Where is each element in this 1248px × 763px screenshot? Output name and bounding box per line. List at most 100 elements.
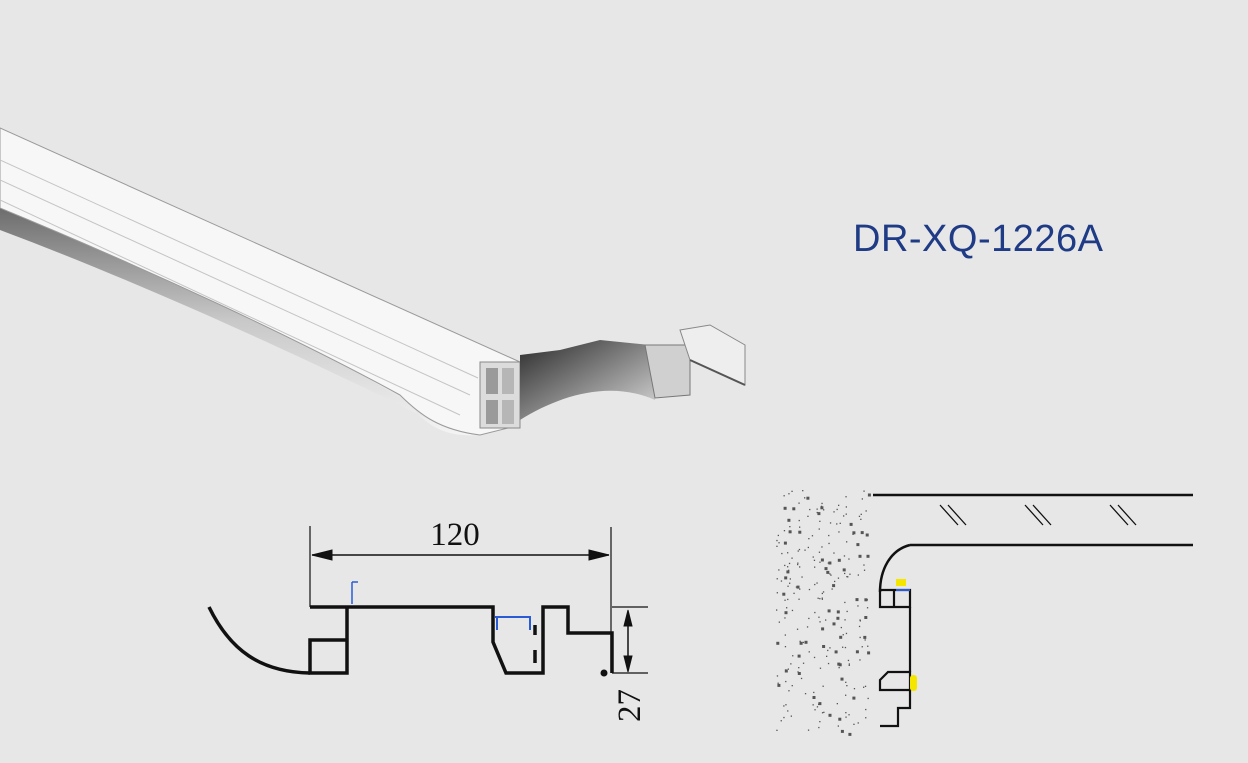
concrete-speck (829, 573, 831, 575)
concrete-speck (797, 671, 799, 673)
concrete-speck (863, 569, 866, 571)
concrete-speck (795, 586, 798, 588)
concrete-speck (818, 726, 820, 729)
concrete-speck (797, 562, 799, 564)
concrete-speck (816, 582, 818, 584)
concrete-speck (859, 659, 861, 661)
concrete-speck (784, 617, 786, 619)
concrete-speck (844, 619, 846, 621)
concrete-speck (813, 559, 816, 561)
concrete-speck (828, 542, 830, 545)
concrete-speck (846, 541, 848, 543)
concrete-speck (818, 528, 820, 530)
concrete-speck (865, 533, 869, 537)
concrete-speck (816, 508, 818, 510)
concrete-speck (855, 650, 859, 654)
concrete-speck (827, 562, 829, 564)
concrete-speck (784, 646, 787, 648)
concrete-speck (827, 649, 829, 652)
concrete-speck (849, 522, 853, 526)
concrete-speck (799, 588, 801, 590)
concrete-speck (820, 506, 824, 510)
concrete-speck (791, 490, 793, 492)
concrete-speck (811, 535, 814, 537)
concrete-speck (797, 654, 801, 658)
concrete-speck (785, 680, 787, 683)
concrete-speck (798, 502, 800, 504)
concrete-speck (817, 597, 819, 599)
concrete-speck (858, 625, 861, 628)
concrete-speck (840, 626, 842, 629)
concrete-speck (797, 672, 801, 675)
concrete-speck (836, 703, 838, 705)
concrete-speck (863, 564, 865, 566)
concrete-speck (823, 509, 825, 511)
concrete-speck (783, 705, 785, 707)
concrete-speck (776, 592, 778, 594)
concrete-speck (845, 506, 847, 508)
concrete-speck (826, 570, 830, 574)
concrete-speck (788, 530, 792, 534)
concrete-speck (798, 530, 802, 534)
concrete-speck (863, 635, 867, 639)
concrete-speck (853, 723, 855, 725)
concrete-speck (777, 682, 779, 684)
concrete-speck (865, 510, 867, 512)
concrete-speck (808, 538, 810, 540)
concrete-speck (798, 598, 800, 600)
concrete-speck (865, 708, 867, 711)
concrete-speck (820, 558, 824, 562)
concrete-speck (839, 522, 841, 524)
concrete-speck (819, 621, 821, 623)
concrete-speck (776, 641, 780, 645)
concrete-speck (867, 493, 871, 497)
concrete-speck (842, 634, 844, 636)
concrete-speck (861, 498, 863, 500)
concrete-speck (863, 686, 865, 688)
concrete-speck (802, 662, 805, 664)
concrete-speck (813, 656, 816, 659)
concrete-speck (821, 546, 823, 548)
concrete-speck (821, 712, 824, 714)
concrete-speck (845, 681, 847, 683)
concrete-speck (843, 515, 845, 517)
concrete-speck (852, 531, 856, 535)
concrete-speck (837, 662, 841, 666)
concrete-speck (863, 490, 865, 492)
concrete-speck (791, 557, 793, 559)
concrete-speck (799, 641, 803, 645)
concrete-speck (827, 609, 831, 613)
concrete-speck (823, 711, 825, 713)
concrete-speck (864, 616, 868, 619)
concrete-speck (867, 697, 869, 700)
concrete-speck (799, 566, 801, 568)
concrete-speck (855, 598, 859, 602)
concrete-speck (842, 646, 844, 648)
concrete-speck (831, 588, 833, 590)
concrete-speck (814, 583, 816, 586)
concrete-speck (836, 616, 840, 620)
concrete-speck (814, 611, 816, 614)
concrete-speck (783, 530, 786, 532)
concrete-speck (801, 576, 803, 578)
concrete-speck (844, 572, 846, 575)
concrete-speck (829, 522, 832, 524)
concrete-speck (784, 669, 788, 673)
concrete-speck (809, 508, 811, 511)
concrete-speck (776, 609, 778, 611)
concrete-speck (785, 669, 787, 671)
concrete-speck (778, 542, 780, 544)
concrete-speck (852, 533, 854, 535)
concrete-speck (860, 531, 864, 535)
concrete-speck (846, 685, 848, 687)
concrete-speck (800, 677, 803, 680)
concrete-speck (843, 555, 846, 557)
seal-bottom (910, 675, 917, 691)
concrete-speck (804, 549, 806, 551)
concrete-speck (791, 685, 793, 687)
concrete-speck (841, 679, 843, 681)
concrete-speck (807, 515, 809, 517)
concrete-speck (798, 548, 801, 551)
concrete-speck (864, 598, 868, 602)
concrete-speck (781, 552, 783, 555)
